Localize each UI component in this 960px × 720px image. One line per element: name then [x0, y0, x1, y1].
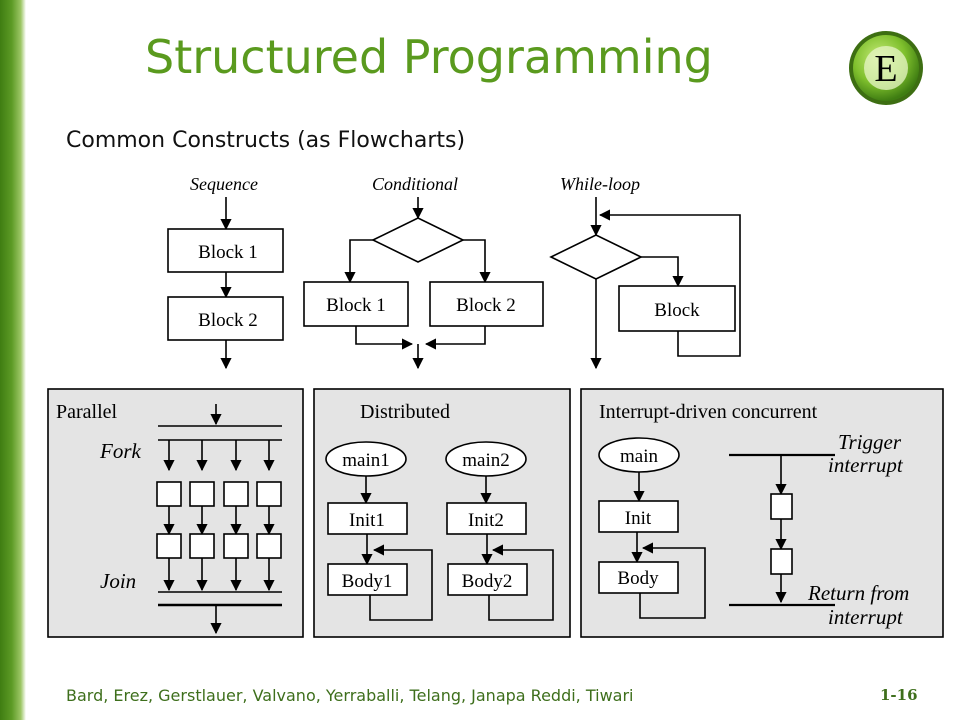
init2-box — [446, 502, 527, 535]
green-sidebar-bar — [0, 0, 26, 720]
texas-e-logo-icon: E — [849, 31, 923, 105]
conditional-decision-diamond — [371, 217, 465, 263]
init1-label: Init1 — [349, 510, 385, 531]
conditional-label: Conditional — [372, 174, 458, 194]
sequence-block1-box — [167, 228, 284, 273]
return-label-line2: interrupt — [828, 605, 904, 629]
trigger-label-line2: interrupt — [828, 453, 904, 477]
trigger-label-line1: Trigger — [838, 430, 902, 454]
while-block-label: Block — [654, 300, 700, 321]
sequence-label: Sequence — [190, 174, 258, 194]
sequence-flowchart — [167, 197, 284, 370]
sequence-block1-label: Block 1 — [198, 242, 258, 263]
main1-label: main1 — [342, 450, 390, 471]
parallel-label: Parallel — [56, 401, 118, 423]
distributed-flowchart — [325, 441, 554, 621]
body-box — [598, 561, 679, 594]
body-label: Body — [617, 568, 659, 589]
main2-label: main2 — [462, 450, 510, 471]
parallel-panel — [47, 388, 304, 638]
distributed-label: Distributed — [360, 401, 450, 423]
while-loop-label: While-loop — [560, 174, 640, 194]
init1-box — [327, 502, 408, 535]
conditional-flowchart — [303, 197, 544, 370]
slide-title: Structured Programming — [145, 30, 713, 84]
while-block-box — [618, 285, 736, 332]
while-decision-diamond — [549, 234, 643, 280]
init2-label: Init2 — [468, 510, 504, 531]
parallel-flowchart — [156, 404, 282, 635]
slide-authors-footer: Bard, Erez, Gerstlauer, Valvano, Yerraba… — [66, 686, 634, 705]
body1-box — [327, 563, 408, 596]
interrupt-flowchart — [598, 437, 835, 619]
main-label: main — [620, 446, 658, 467]
fork-label: Fork — [99, 439, 142, 463]
conditional-block1-box — [303, 281, 409, 327]
while-loop-flowchart — [549, 197, 741, 370]
conditional-block2-box — [429, 281, 544, 327]
slide-subtitle: Common Constructs (as Flowcharts) — [66, 128, 466, 153]
sequence-block2-label: Block 2 — [198, 310, 258, 331]
conditional-block1-label: Block 1 — [326, 295, 386, 316]
parallel-lanes — [156, 440, 282, 592]
return-label-line1: Return from — [807, 581, 909, 605]
body2-box — [447, 563, 528, 596]
logo-letter: E — [874, 48, 897, 90]
init-box — [598, 500, 679, 533]
join-label: Join — [100, 569, 136, 593]
init-label: Init — [625, 508, 652, 529]
body1-label: Body1 — [342, 571, 393, 592]
body2-label: Body2 — [462, 571, 513, 592]
slide-page-number: 1-16 — [880, 686, 918, 704]
interrupt-label: Interrupt-driven concurrent — [599, 401, 818, 423]
conditional-block2-label: Block 2 — [456, 295, 516, 316]
